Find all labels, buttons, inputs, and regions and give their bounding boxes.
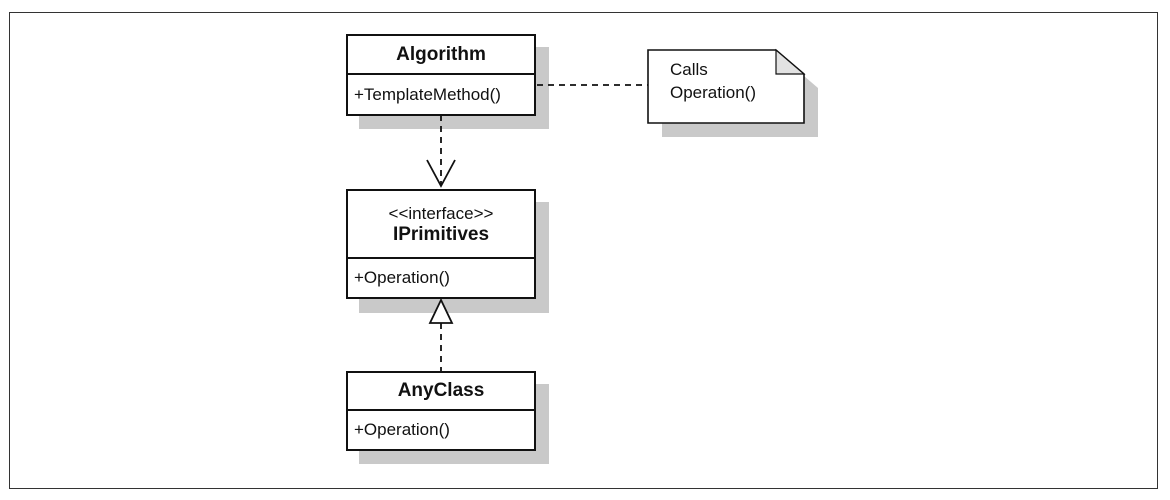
- anyclass-class: AnyClass +Operation(): [346, 371, 536, 451]
- iprimitives-operations-compartment: +Operation(): [348, 259, 534, 297]
- anyclass-name-compartment: AnyClass: [348, 373, 534, 411]
- anyclass-class-name: AnyClass: [397, 380, 485, 401]
- dependency-arrowhead: [426, 159, 456, 188]
- note-fold-corner: [775, 48, 806, 75]
- note-line-1: Calls: [670, 60, 708, 79]
- note-body: [647, 49, 805, 124]
- algorithm-operations-compartment: +TemplateMethod(): [348, 75, 534, 114]
- algorithm-operation: +TemplateMethod(): [354, 84, 501, 104]
- anyclass-operations-compartment: +Operation(): [348, 411, 534, 449]
- diagram-frame: [9, 12, 1158, 489]
- note-text: Calls Operation(): [670, 58, 756, 104]
- iprimitives-class-name: IPrimitives: [392, 223, 490, 245]
- algorithm-class: Algorithm +TemplateMethod(): [346, 34, 536, 116]
- iprimitives-interface: <<interface>> IPrimitives +Operation(): [346, 189, 536, 299]
- iprimitives-operation: +Operation(): [354, 268, 450, 287]
- iprimitives-name-compartment: <<interface>> IPrimitives: [348, 191, 534, 259]
- note-line-2: Operation(): [670, 83, 756, 102]
- iprimitives-stereotype: <<interface>>: [388, 203, 494, 223]
- algorithm-class-name: Algorithm: [396, 43, 486, 65]
- algorithm-name-compartment: Algorithm: [348, 36, 534, 75]
- realization-arrowhead: [428, 297, 454, 324]
- anyclass-operation: +Operation(): [354, 420, 450, 439]
